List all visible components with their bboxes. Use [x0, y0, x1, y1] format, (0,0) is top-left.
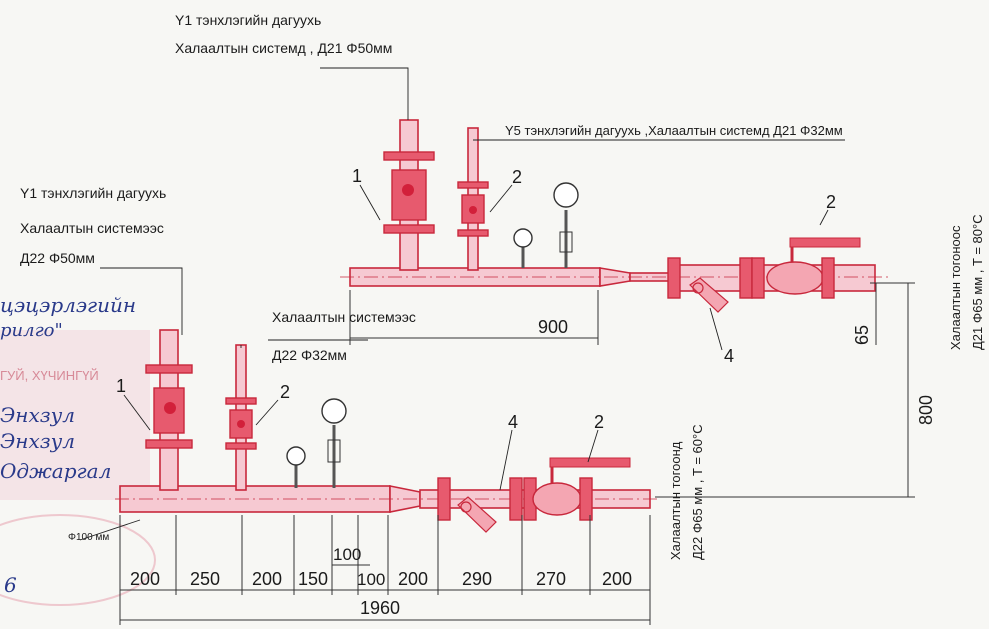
dim-900: 900 — [538, 317, 568, 337]
mid-return-line1: Халаалтын системээс — [272, 309, 416, 325]
right-top-vertical-2: Д21 Φ65 мм , T = 80°C — [970, 214, 985, 350]
right-bottom-vertical-2: Д22 Φ65 мм , T = 60°C — [690, 424, 705, 560]
dim-seg-3: 200 — [252, 569, 282, 589]
dim-seg-2: 250 — [190, 569, 220, 589]
right-top-vertical-1: Халаалтын тогоноос — [948, 225, 963, 350]
top-gauge-small — [513, 228, 533, 268]
callout-2-bottom-a: 2 — [280, 382, 290, 402]
stamp-digit: 6 — [4, 573, 17, 597]
top-valve-2 — [457, 127, 489, 271]
top-ball-valve — [751, 237, 861, 299]
y5-label: Y5 тэнхлэгийн дагуухь ,Халаалтын системд… — [505, 123, 843, 138]
left-return-line3: Д22 Φ50мм — [20, 250, 95, 266]
phi100-label: Φ100 мм — [68, 532, 109, 543]
callout-numbers: 1 2 2 4 1 2 4 2 — [116, 166, 836, 432]
dim-seg-6: 200 — [398, 569, 428, 589]
dim-seg-5: 100 — [357, 570, 385, 589]
left-return-line1: Y1 тэнхлэгийн дагуухь — [20, 185, 166, 201]
top-strainer — [667, 257, 753, 313]
top-supply-line1: Y1 тэнхлэгийн дагуухь — [175, 12, 321, 28]
top-valve-1 — [383, 119, 435, 271]
callout-2-bottom-b: 2 — [594, 412, 604, 432]
stamp-background — [0, 330, 156, 606]
top-gauge-large — [553, 182, 579, 268]
dim-seg-7: 290 — [462, 569, 492, 589]
top-supply-line2: Халаалтын системд , Д21 Φ50мм — [175, 40, 392, 56]
bottom-valve-1 — [145, 329, 193, 491]
bottom-strainer — [437, 477, 523, 533]
dim-seg-1: 200 — [130, 569, 160, 589]
dim-65: 65 — [852, 325, 872, 345]
callout-2-top-a: 2 — [512, 167, 522, 187]
dim-100-upper: 100 — [333, 545, 361, 564]
callout-1-top: 1 — [352, 166, 362, 186]
callout-1-bottom: 1 — [116, 376, 126, 396]
right-bottom-vertical-1: Халаалтын тогоонд — [668, 441, 683, 560]
dimension-numbers: 900 65 800 100 200 250 200 150 100 200 2… — [130, 317, 936, 618]
dim-total: 1960 — [360, 598, 400, 618]
dimension-lines — [119, 282, 915, 625]
callout-2-top-b: 2 — [826, 192, 836, 212]
bottom-gauge-large — [321, 398, 347, 488]
left-return-line2: Халаалтын системээс — [20, 220, 164, 236]
bottom-gauge-small — [286, 446, 306, 488]
top-manifold — [340, 119, 890, 313]
stamp-line1: цэцэрлэгийн — [0, 293, 136, 317]
signature-3: Оджаргал — [0, 459, 111, 483]
bottom-manifold — [115, 329, 660, 533]
mid-return-line2: Д22 Φ32мм — [272, 347, 347, 363]
bottom-valve-2 — [225, 344, 257, 491]
dim-seg-9: 200 — [602, 569, 632, 589]
leader-lines — [79, 67, 845, 541]
labels: Y1 тэнхлэгийн дагуухь Халаалтын системд … — [20, 12, 985, 560]
callout-4-top: 4 — [724, 346, 734, 366]
stamp-line2: рилго" — [0, 320, 63, 341]
callout-4-bottom: 4 — [508, 412, 518, 432]
dim-seg-8: 270 — [536, 569, 566, 589]
signature-2: Энхзул — [0, 429, 75, 453]
dim-seg-4: 150 — [298, 569, 328, 589]
stamp-text: цэцэрлэгийн рилго" ГУЙ, ХҮЧИНГҮЙ Энхзул … — [0, 293, 136, 597]
stamp-line3: ГУЙ, ХҮЧИНГҮЙ — [0, 368, 99, 383]
signature-1: Энхзул — [0, 403, 75, 427]
bottom-ball-valve — [523, 457, 631, 521]
dim-800: 800 — [916, 395, 936, 425]
